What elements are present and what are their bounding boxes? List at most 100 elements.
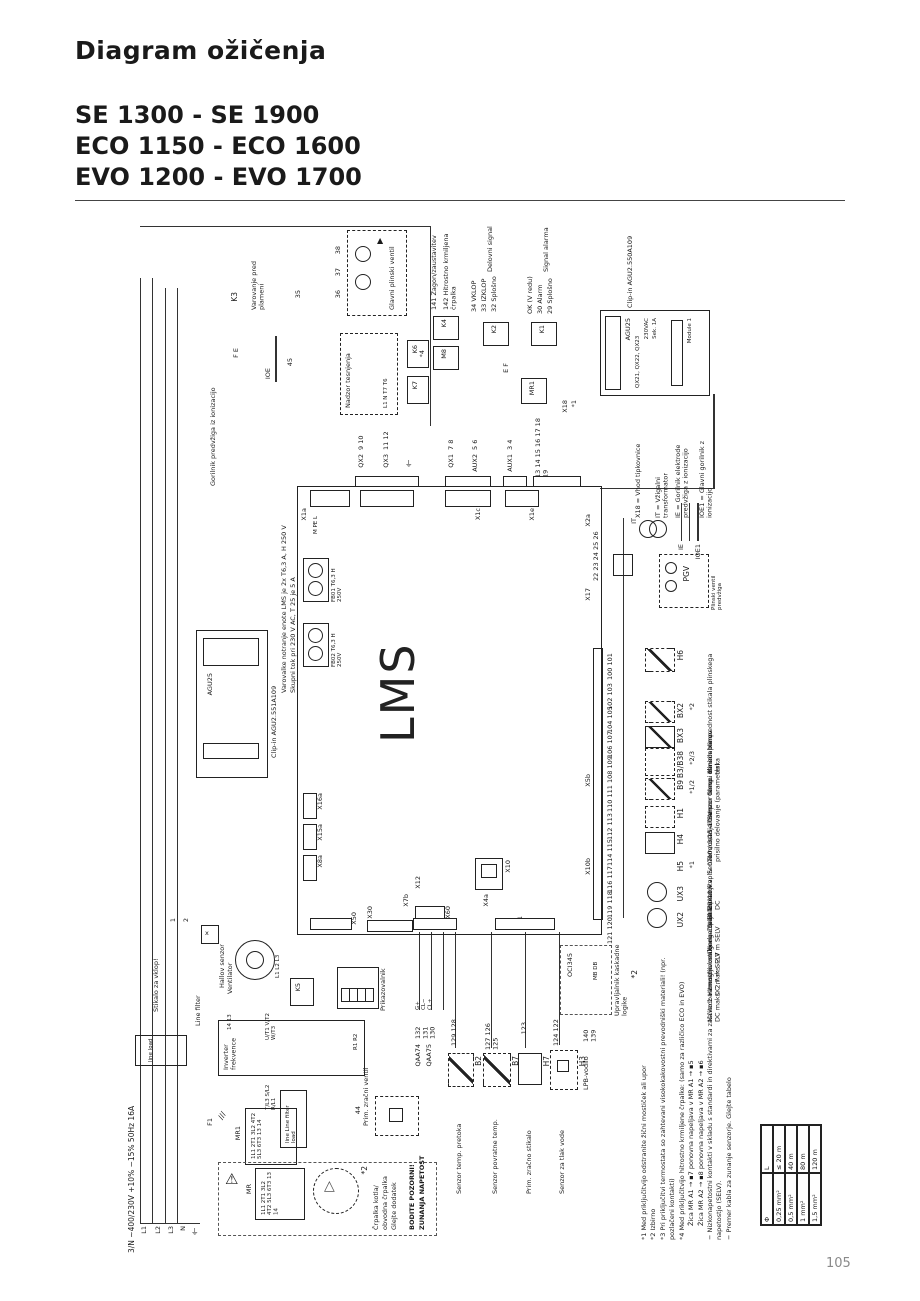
connector-x1a bbox=[310, 490, 350, 507]
mr-contactor-box bbox=[255, 1168, 305, 1220]
relay-k3-coil bbox=[613, 554, 633, 576]
valve-symbol bbox=[355, 274, 371, 290]
pump-star: *2 bbox=[360, 1166, 369, 1175]
relay-k5-label: K5 bbox=[294, 983, 302, 992]
load-box bbox=[135, 1035, 187, 1066]
relay-k4-box bbox=[433, 316, 459, 340]
footnote: *1 Med priključitvijo odstranite žični m… bbox=[640, 1065, 648, 1240]
phase-l2: L2 bbox=[154, 1226, 162, 1234]
io-code: H6 bbox=[676, 650, 685, 661]
inverter-label: Inverter frekvence bbox=[222, 1037, 238, 1070]
strip-x18-name: X18 bbox=[561, 400, 569, 413]
board-note-1: Varovalke notranje enote LMS je 2x T6,3 … bbox=[280, 525, 288, 693]
agu-top-label: Clip-in AGU2.550A109 bbox=[626, 235, 634, 308]
ie-label: IE bbox=[677, 544, 685, 551]
connector-x10-label: X10 bbox=[504, 860, 512, 873]
agu-top-box bbox=[600, 310, 710, 396]
x-mark: x bbox=[205, 929, 209, 937]
inverter-right-pins: R1 R2 bbox=[353, 1033, 359, 1050]
air-valve-symbol bbox=[389, 1108, 403, 1122]
connector-x16a-label: X16a bbox=[316, 793, 324, 810]
relay-k2-box bbox=[483, 322, 509, 346]
fuse-cap bbox=[308, 646, 323, 661]
connector-x10b-label: X10b bbox=[584, 858, 592, 875]
b7-terms: 127 126 125 bbox=[484, 1023, 500, 1050]
qaa75-label: QAA75 bbox=[425, 1044, 433, 1067]
flame-protection-label: Varovanje pred plameni bbox=[250, 260, 266, 310]
inverter-bottom-pins: T/L3 S/L2 R/L1 bbox=[265, 1084, 278, 1110]
footnote: − Nizkonapetostni kontakti v skladu s st… bbox=[705, 945, 724, 1240]
strip-aux1-terms: 3 4 bbox=[506, 439, 514, 450]
connector-x8a bbox=[303, 855, 317, 881]
connector-x1c-label: X1c bbox=[474, 508, 482, 521]
connector-x16a bbox=[303, 793, 317, 819]
h7-label: Prim. zračno stikalo bbox=[525, 1130, 533, 1194]
wire bbox=[623, 518, 624, 918]
fan-pins: L1 L2 L3 bbox=[275, 954, 281, 978]
fuse-fb02-label: FB02 T6,3 H 250V bbox=[331, 633, 344, 667]
ground-icon: ⏚ bbox=[405, 459, 413, 468]
footnote: *2 Izbirno bbox=[649, 1208, 658, 1240]
signal-speed-pump: 142 Hitrostno krmiljena črpalka bbox=[442, 233, 458, 311]
agu-top-module: Module 1 bbox=[687, 318, 693, 344]
wire bbox=[455, 932, 456, 1048]
agu-top-sek: Sek. 1A bbox=[652, 318, 658, 339]
io-code: H1 bbox=[676, 808, 685, 819]
lpb-label: LPB-vodilo bbox=[582, 1056, 590, 1090]
connector-qx bbox=[360, 490, 414, 507]
line-filter-load-box bbox=[280, 1090, 307, 1148]
warning-triangle-icon: ⚠ bbox=[225, 1170, 239, 1188]
h3-inner bbox=[557, 1060, 569, 1072]
fuse-fb02 bbox=[303, 623, 329, 667]
io-code: BX2 bbox=[676, 703, 685, 719]
cascade-star: *2 bbox=[630, 970, 639, 979]
wire bbox=[525, 932, 526, 1048]
connector-x50 bbox=[310, 918, 352, 930]
mr1-contactor-box bbox=[245, 1108, 297, 1165]
fuse-cap bbox=[308, 563, 323, 578]
io-code: BX3 bbox=[676, 728, 685, 744]
relay-k3-label: K3 bbox=[230, 292, 239, 302]
lpb-terms: 140 139 bbox=[582, 1029, 598, 1042]
b2-label: Senzor temp. pretoka bbox=[455, 1123, 463, 1194]
wire bbox=[140, 226, 430, 227]
connector-x12-label: X12 bbox=[414, 876, 422, 889]
lms-board bbox=[297, 486, 602, 935]
model-line-3: EVO 1200 - EVO 1700 bbox=[75, 163, 362, 191]
inverter-aux-pins: 14 13 bbox=[227, 1014, 233, 1030]
mr1-pins: 1L1 2T1 3L2 4T2 5L3 6T3 13 14 bbox=[251, 1112, 264, 1159]
footnote: Žica MR A2 → ▪8 ponovna napeljava v MR A… bbox=[696, 1060, 705, 1226]
electrode bbox=[681, 503, 682, 541]
connector-x15a-label: X15a bbox=[316, 824, 324, 841]
pump-label-2: obvodna črpalka bbox=[381, 1175, 389, 1230]
h3-symbol bbox=[550, 1050, 578, 1090]
cascade-label: Upravljalnik kaskadne logike bbox=[613, 944, 629, 1016]
io-symbol bbox=[647, 908, 667, 928]
connector-x1e bbox=[505, 490, 539, 507]
connector-x1a-label: X1a bbox=[300, 508, 308, 521]
supply-spec: 3/N ~400/230V +10% −15% 50Hz 16A bbox=[127, 1105, 136, 1253]
legend-x18: X18 = Vhod tipkovnice bbox=[634, 443, 642, 518]
fuse-cap bbox=[308, 628, 323, 643]
header-rule bbox=[75, 200, 845, 201]
edge-pads bbox=[593, 648, 603, 920]
table-cell: ≤ 20 m bbox=[773, 1125, 785, 1173]
air-valve-term: 44 bbox=[354, 1106, 362, 1115]
wire bbox=[600, 488, 714, 489]
io-symbol bbox=[645, 806, 675, 828]
connector-x17-label: X17 bbox=[584, 588, 592, 601]
io-symbol bbox=[645, 726, 675, 748]
agu-top-pins bbox=[671, 320, 683, 386]
io-code: UX3 bbox=[676, 886, 685, 902]
footnote: *4 Med priključitvijo hitrostno krmiljen… bbox=[677, 981, 686, 1240]
wire bbox=[491, 932, 492, 1048]
connector-x60-label: X60 bbox=[444, 906, 452, 919]
leak-check-label: Nadzor tesnjenja bbox=[344, 353, 352, 408]
pgv-label: Plinski ventil predvžiga bbox=[711, 575, 724, 610]
footnote: Žica MR A1 → ▪7 ponovna napeljava v MR A… bbox=[687, 1060, 696, 1226]
h3-terms: 124 122 bbox=[552, 1019, 560, 1046]
wire bbox=[140, 278, 141, 1223]
footnotes-block: *1 Med priključitvijo odstranite žični m… bbox=[640, 940, 745, 1240]
fan-label: Ventilator bbox=[226, 962, 234, 994]
ignition-transformer bbox=[649, 520, 667, 538]
